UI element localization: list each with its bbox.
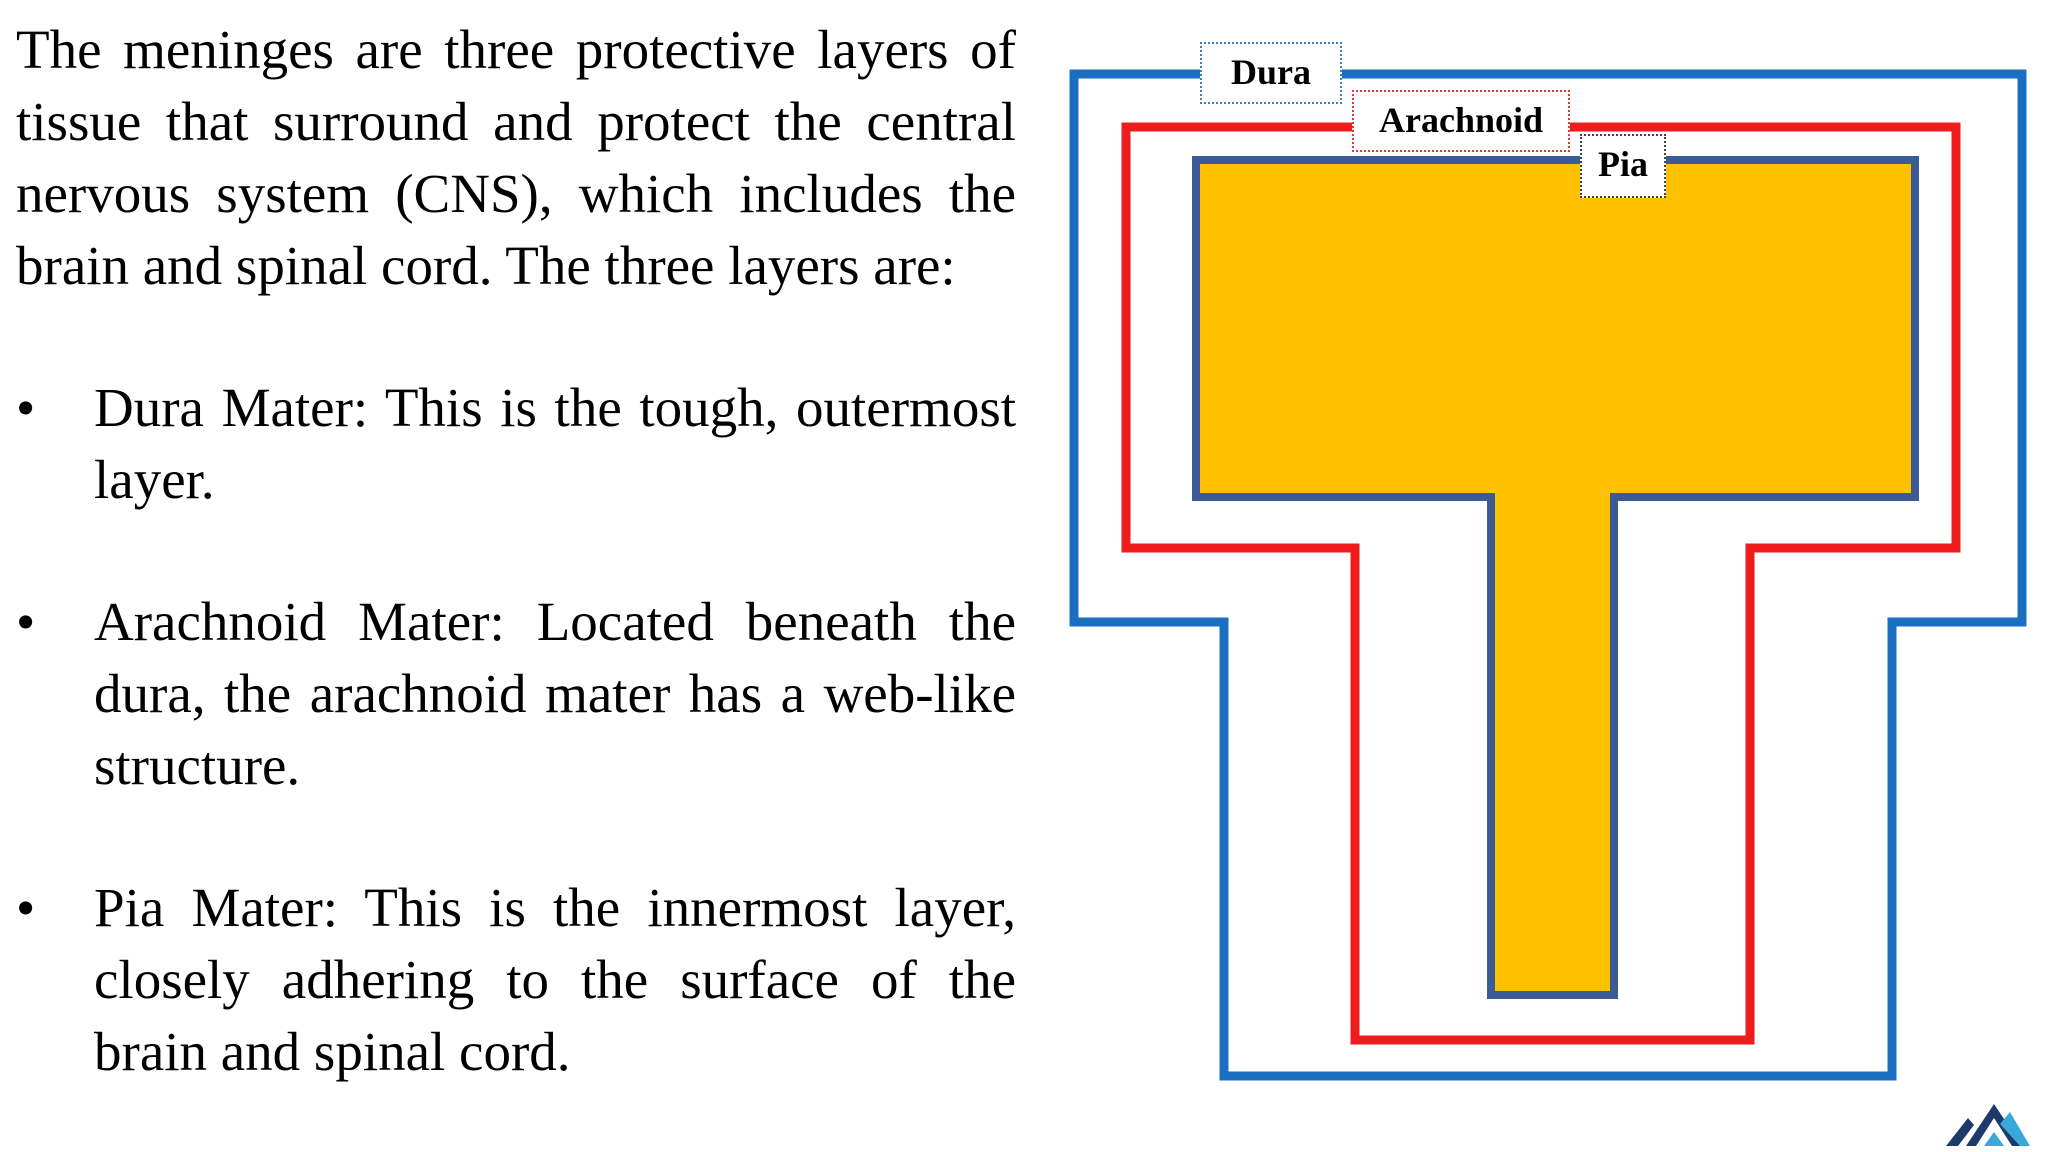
list-item-arachnoid: • Arachnoid Mater: Located beneath the d… [16, 586, 1016, 802]
intro-paragraph: The meninges are three protective layers… [16, 19, 1016, 296]
layer-list: • Dura Mater: This is the tough, outermo… [16, 372, 1016, 1088]
bullet-icon: • [16, 877, 36, 938]
dura-label: Dura [1200, 42, 1342, 104]
arachnoid-layer-outline [1121, 122, 1961, 1045]
pia-layer-outline [1192, 156, 1919, 999]
bullet-text-pia: Pia Mater: This is the innermost layer, … [94, 877, 1016, 1082]
list-item-dura: • Dura Mater: This is the tough, outermo… [16, 372, 1016, 516]
list-item-pia: • Pia Mater: This is the innermost layer… [16, 872, 1016, 1088]
text-column: The meninges are three protective layers… [16, 14, 1016, 1152]
mountain-logo-icon [1946, 1104, 2030, 1146]
bullet-icon: • [16, 591, 36, 652]
arachnoid-label: Arachnoid [1352, 90, 1570, 152]
bullet-icon: • [16, 377, 36, 438]
dura-layer-outline [1069, 69, 2027, 1081]
bullet-text-dura: Dura Mater: This is the tough, outermost… [94, 377, 1016, 510]
pia-label: Pia [1580, 134, 1666, 198]
bullet-text-arachnoid: Arachnoid Mater: Located beneath the dur… [94, 591, 1016, 796]
